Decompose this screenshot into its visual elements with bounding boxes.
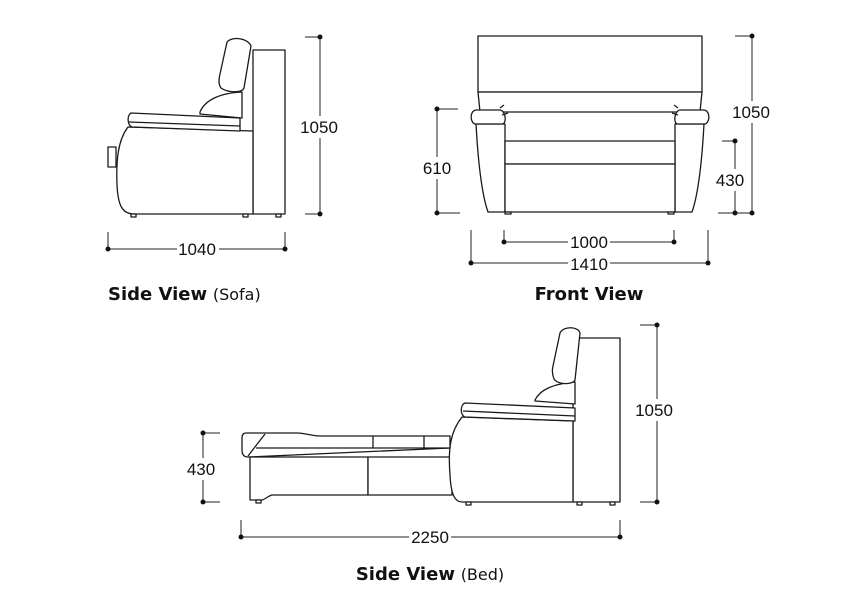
caption-title: Side View	[356, 564, 455, 585]
caption-note: (Bed)	[461, 565, 504, 584]
caption-title: Side View	[108, 284, 207, 305]
bed-mattress-height-dimension: 430	[185, 430, 220, 505]
front-seat-height-label: 430	[716, 171, 744, 190]
side-sofa-height-label: 1050	[300, 118, 338, 137]
front-arm-height-label: 610	[423, 159, 451, 178]
front-caption: Front View	[535, 284, 644, 305]
bed-height-label: 1050	[635, 401, 673, 420]
front-seat-width-dimension: 1000	[501, 230, 677, 252]
bed-length-dimension: 2250	[238, 520, 623, 547]
bed-length-label: 2250	[411, 528, 449, 547]
front-arm-height-dimension: 610	[420, 106, 460, 216]
bed-height-dimension: 1050	[634, 322, 674, 505]
bed-mattress-height-label: 430	[187, 460, 215, 479]
side-bed-caption: Side View (Bed)	[356, 564, 504, 585]
side-sofa-caption: Side View (Sofa)	[108, 284, 261, 305]
side-sofa-depth-dimension: 1040	[105, 232, 288, 259]
front-seat-height-dimension: 430	[714, 138, 746, 216]
front-view-drawing	[470, 35, 710, 215]
front-total-width-label: 1410	[570, 255, 608, 274]
side-view-sofa-drawing	[107, 37, 286, 218]
front-total-height-dimension: 1050	[718, 33, 771, 216]
side-view-bed-drawing	[241, 327, 621, 506]
side-sofa-depth-label: 1040	[178, 240, 216, 259]
side-sofa-height-dimension: 1050	[299, 34, 339, 217]
front-seat-width-label: 1000	[570, 233, 608, 252]
front-total-height-label: 1050	[732, 103, 770, 122]
caption-note: (Sofa)	[213, 285, 261, 304]
front-total-width-dimension: 1410	[468, 230, 711, 274]
